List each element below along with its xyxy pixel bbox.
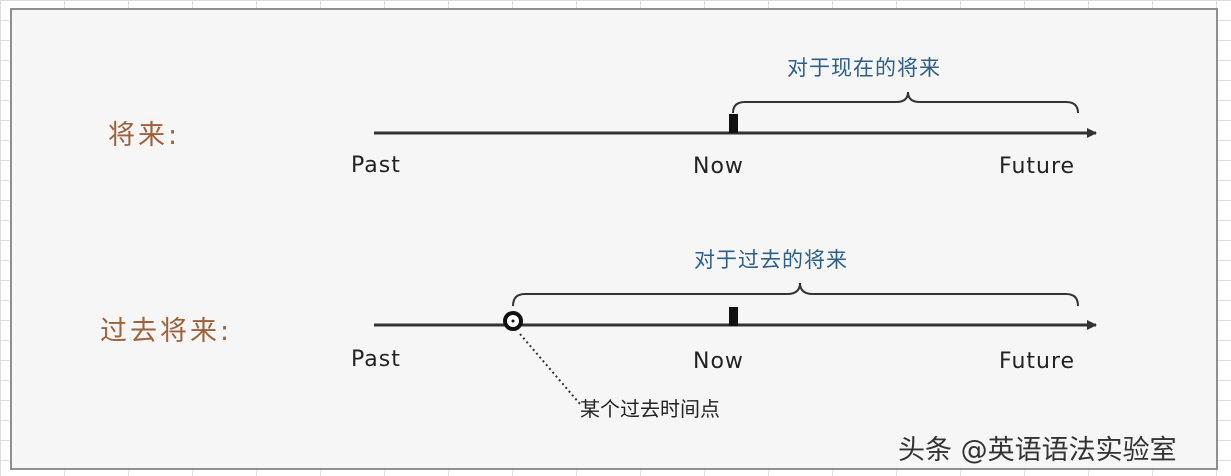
past-future-axis-now-label: Now — [693, 349, 744, 374]
past-future-curly-brace — [512, 282, 1079, 307]
future-axis-past-label: Past — [351, 153, 401, 178]
future-curly-brace — [732, 91, 1079, 114]
past-future-row-label: 过去将来: — [100, 316, 233, 347]
past-future-brace-label: 对于过去的将来 — [694, 248, 848, 272]
future-brace-label: 对于现在的将来 — [787, 56, 941, 80]
future-axis-future-label: Future — [999, 154, 1076, 179]
past-future-axis-past-label: Past — [351, 347, 401, 372]
diagram-panel — [10, 8, 1218, 470]
future-axis-now-label: Now — [693, 154, 744, 179]
past-point-note: 某个过去时间点 — [580, 397, 720, 421]
past-point-dotted-leader — [519, 333, 581, 405]
future-row-label: 将来: — [108, 120, 181, 151]
past-future-now-marker — [729, 307, 738, 326]
watermark-text: 头条 @英语语法实验室 — [898, 435, 1177, 466]
past-future-axis-future-label: Future — [999, 349, 1076, 374]
future-now-marker — [729, 114, 738, 133]
